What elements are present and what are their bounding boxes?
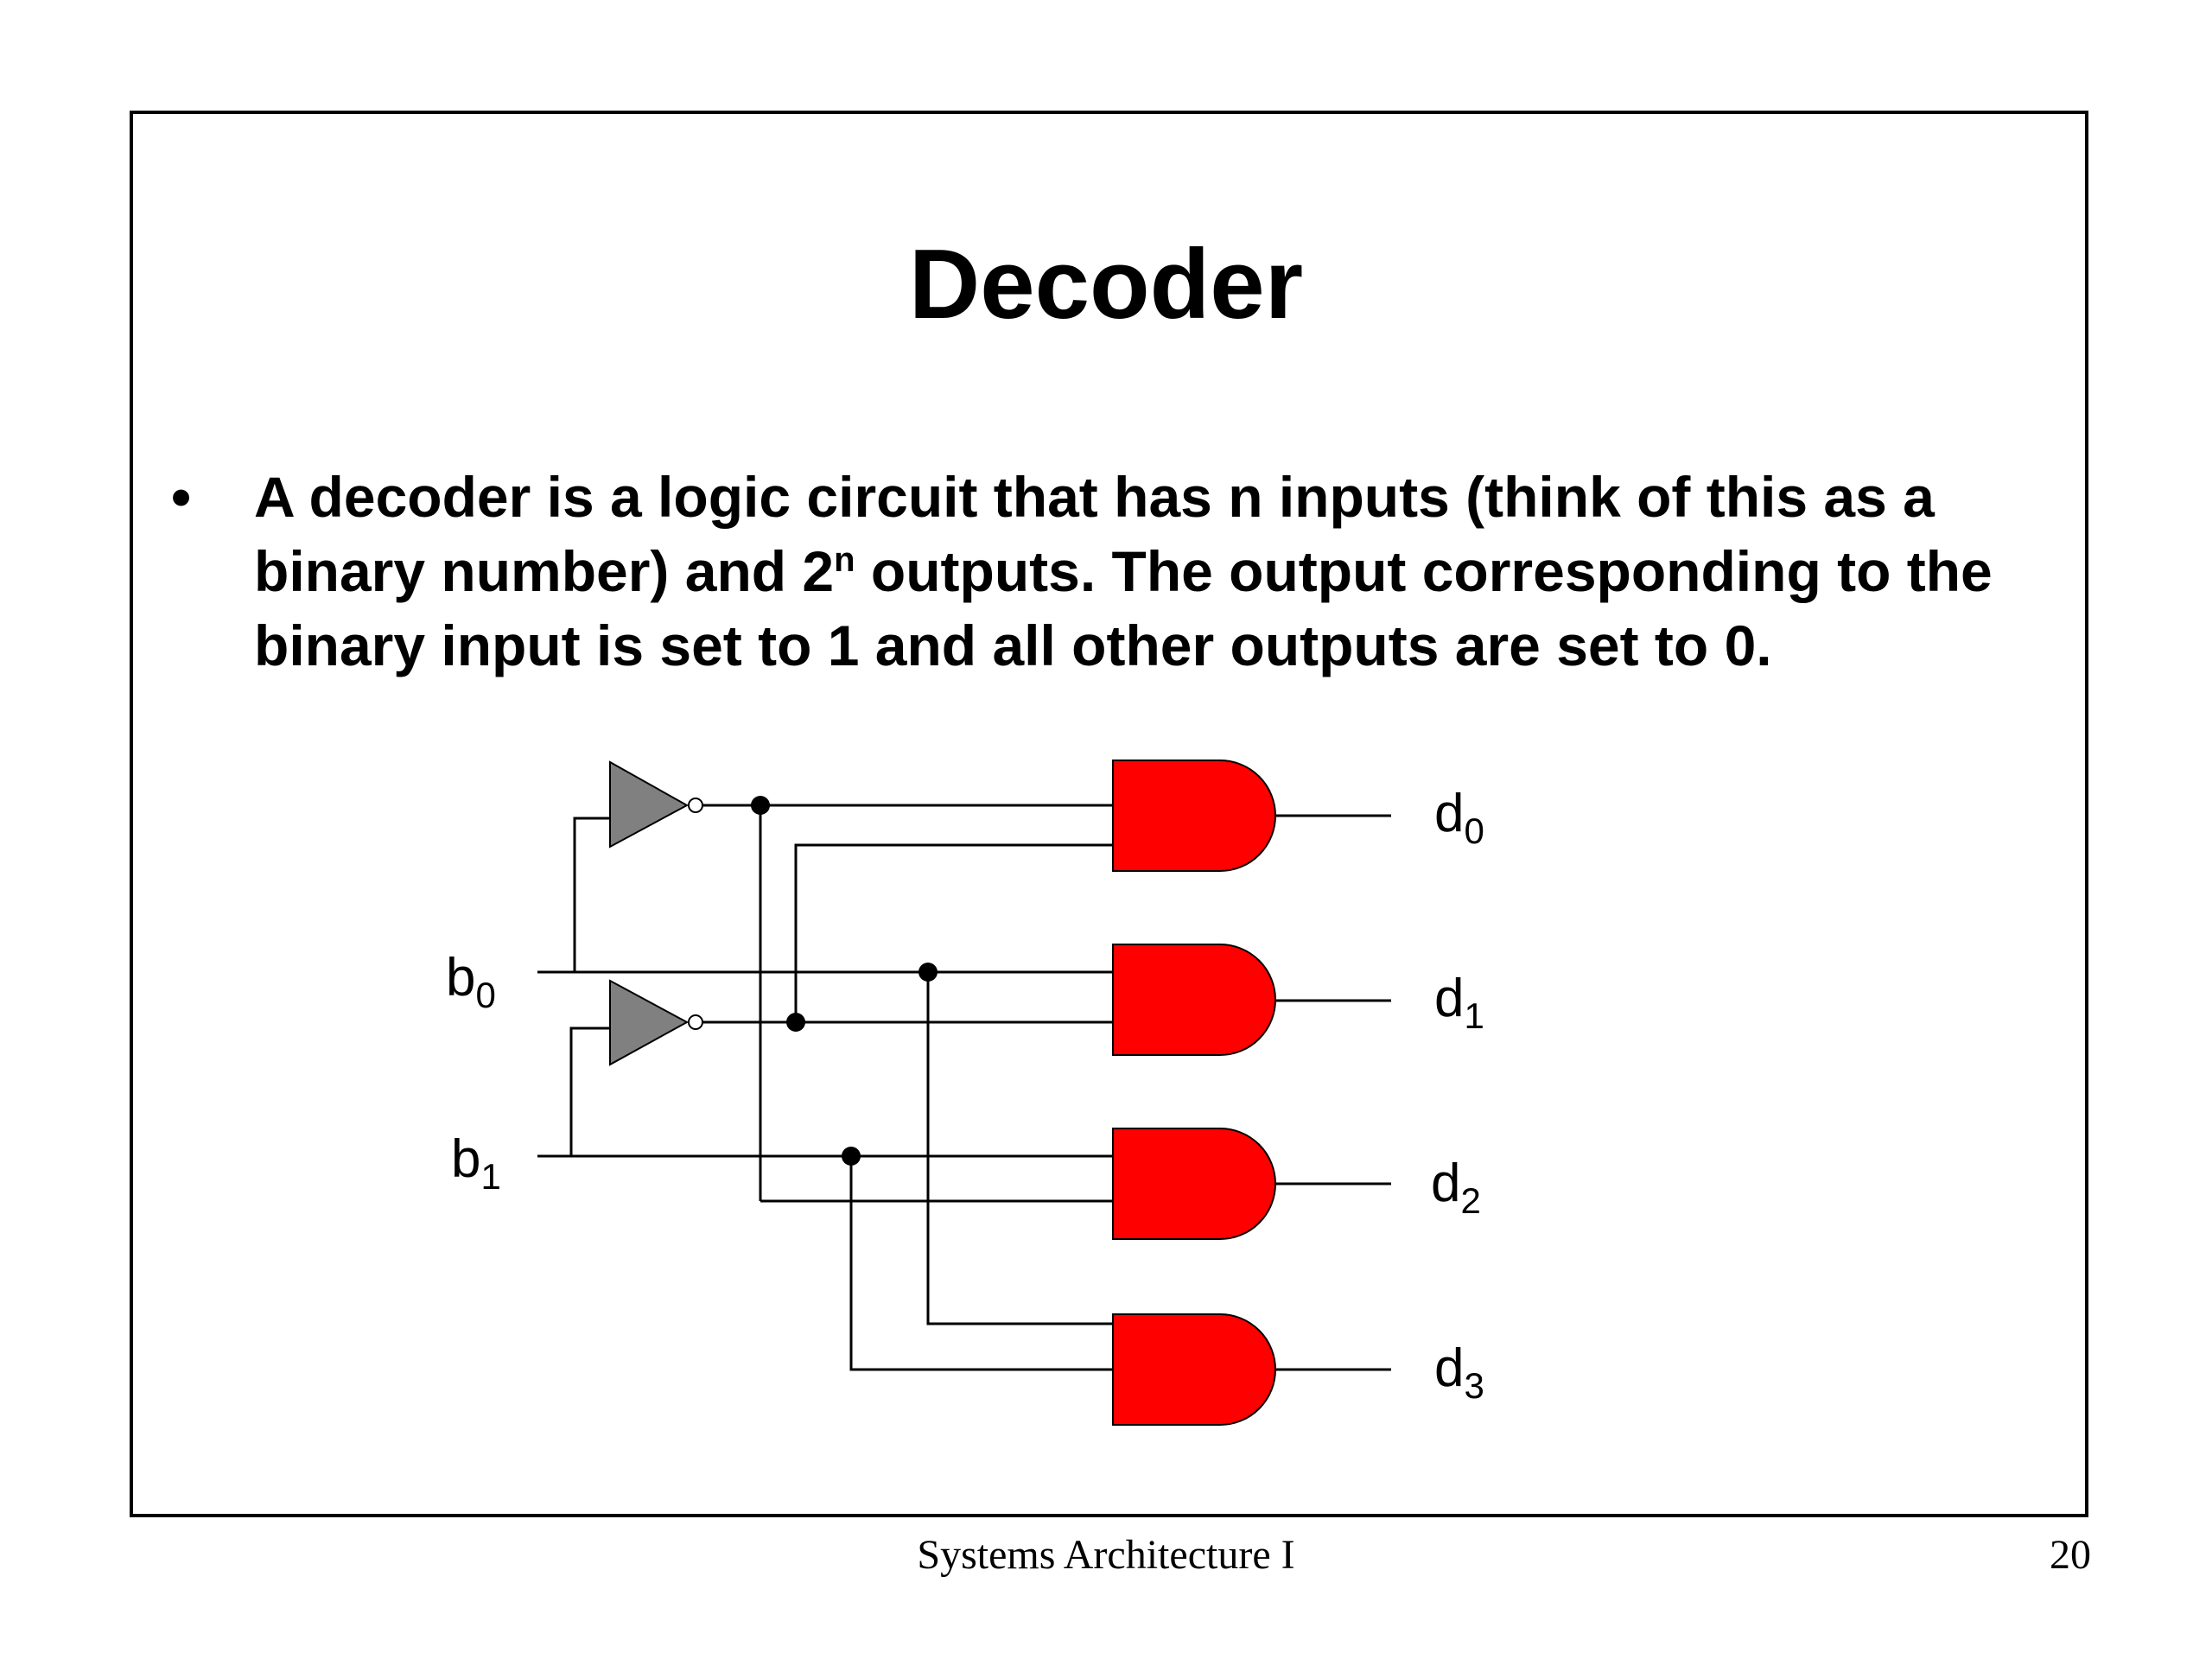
output-label-d3: d3 — [1434, 1338, 1484, 1406]
wire-not-b1-to-d0 — [794, 843, 1116, 1022]
not-gate-b1 — [609, 979, 690, 1066]
junction-dot — [751, 796, 770, 815]
junction-dot — [842, 1147, 861, 1166]
junction-dot — [918, 963, 938, 982]
input-labels: b0 b1 — [446, 948, 501, 1197]
output-label-d0: d0 — [1434, 784, 1484, 851]
wire-b0-to-not0 — [573, 817, 610, 972]
not-gate-b0 — [609, 760, 690, 849]
wire-b1-to-d3 — [849, 1156, 1116, 1371]
and-gate-d0 — [1112, 760, 1276, 872]
output-label-d1: d1 — [1434, 969, 1484, 1036]
bullet-text-part1: A decoder is a logic circuit that has n … — [254, 465, 1935, 603]
wire-b1-to-not1 — [569, 1027, 610, 1156]
wires — [537, 804, 1391, 1371]
bullet-marker: • — [171, 465, 192, 529]
bullet-text-superscript: n — [834, 541, 855, 579]
output-labels: d0 d1 d2 d3 — [1431, 784, 1484, 1406]
input-label-b0: b0 — [446, 948, 496, 1015]
and-gate-d1 — [1112, 944, 1276, 1056]
junction-dot — [786, 1013, 805, 1032]
slide-frame — [130, 111, 2088, 1517]
footer-page-number: 20 — [2050, 1532, 2091, 1578]
and-gate-d2 — [1112, 1128, 1276, 1240]
footer-course-title: Systems Architecture I — [917, 1532, 1295, 1578]
bullet-text-part2: outputs. The output corresponding to the… — [254, 539, 1993, 677]
bullet-text: A decoder is a logic circuit that has n … — [254, 460, 2086, 683]
junction-dots — [751, 796, 938, 1166]
and-gate-d3 — [1112, 1313, 1276, 1426]
input-label-b1: b1 — [451, 1129, 501, 1197]
and-gates — [1112, 760, 1276, 1426]
not-gates — [609, 760, 703, 1066]
slide-title: Decoder — [908, 230, 1304, 340]
not-gate-b1-bubble — [688, 1014, 703, 1030]
output-label-d2: d2 — [1431, 1154, 1481, 1221]
not-gate-b0-bubble — [688, 798, 703, 813]
wire-b0-to-d3 — [926, 972, 1116, 1325]
